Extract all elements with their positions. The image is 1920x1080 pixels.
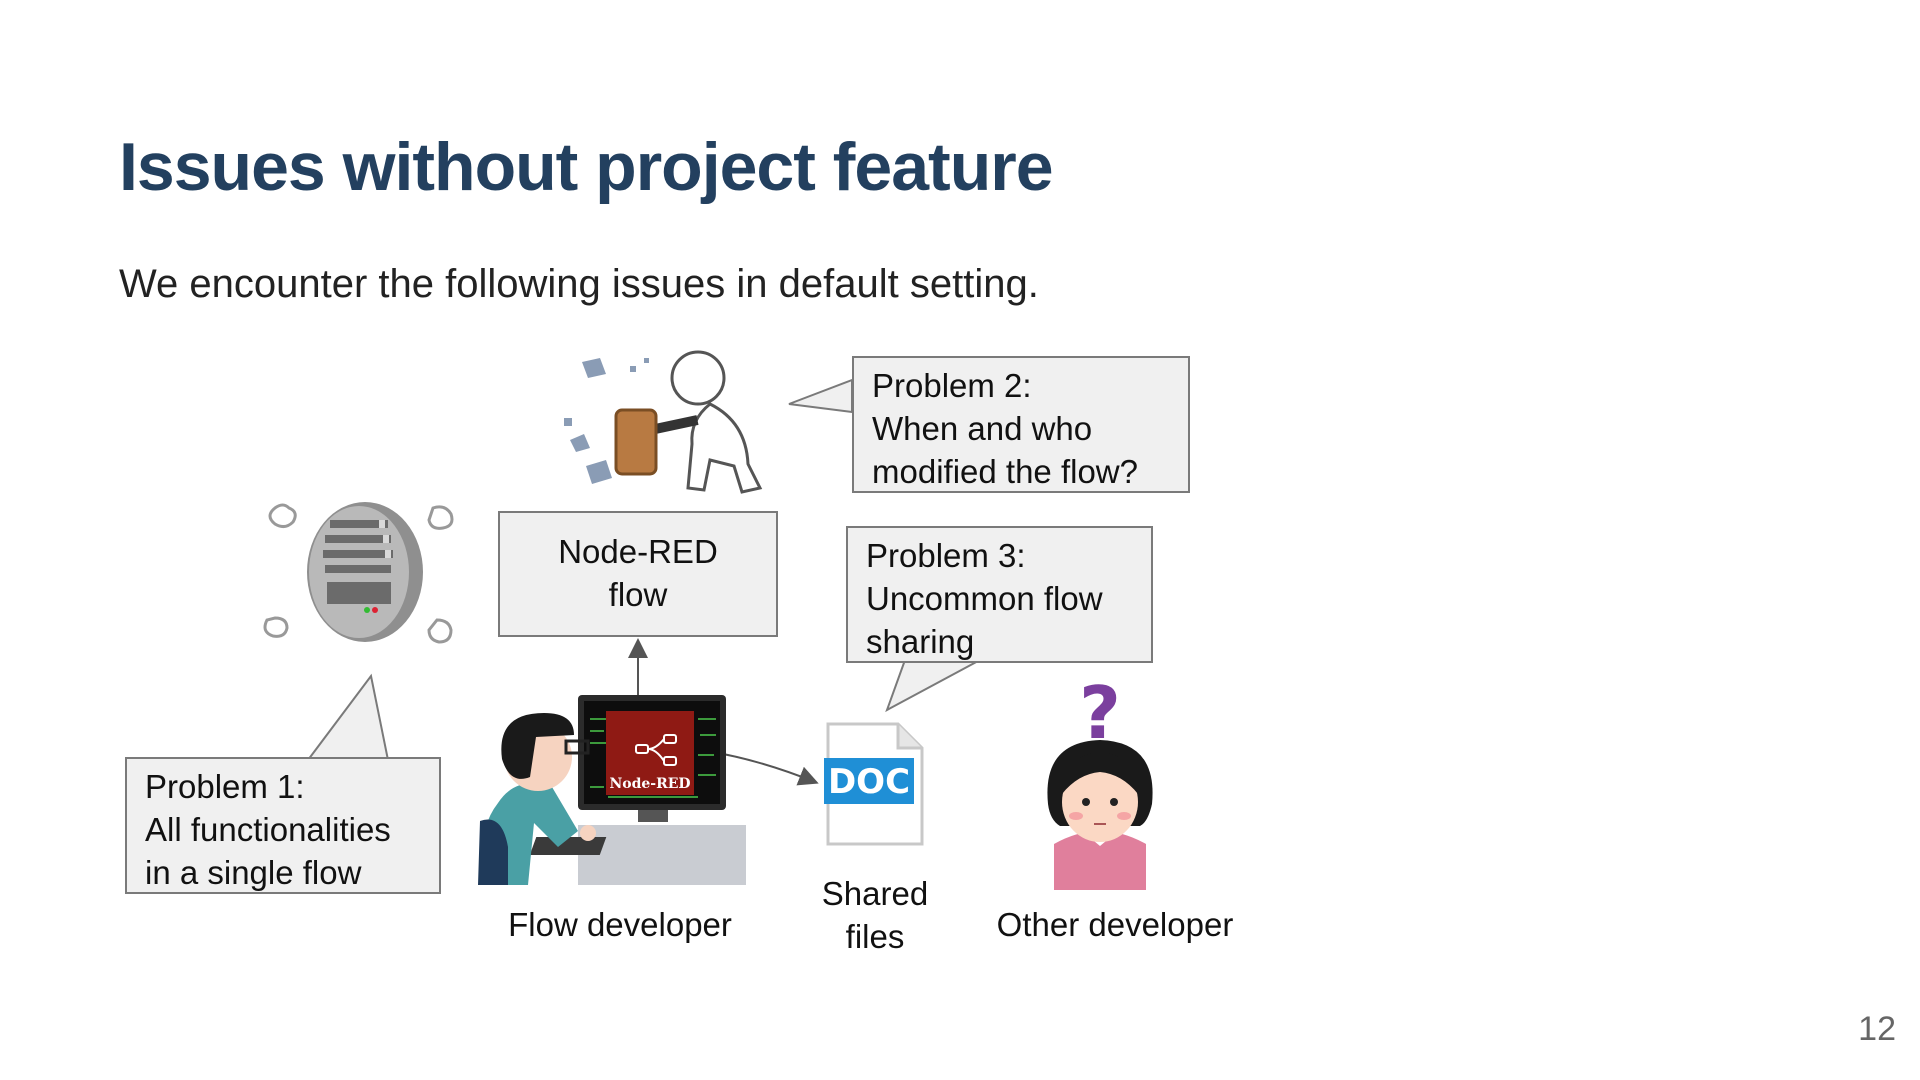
- slide-title: Issues without project feature: [119, 129, 1054, 205]
- developer-at-computer-icon: Node-RED: [478, 695, 746, 885]
- caption-shared-files-line1: Shared: [821, 875, 929, 912]
- broken-server-icon: [263, 502, 454, 644]
- problem2-line2: When and who: [872, 410, 1093, 447]
- caption-shared-files-line2: files: [845, 918, 905, 955]
- problem2-line3: modified the flow?: [872, 453, 1138, 490]
- problem3-callout: Problem 3: Uncommon flow sharing: [846, 526, 1153, 663]
- problem2-tail: [788, 378, 853, 414]
- problem3-tail: [885, 659, 981, 713]
- hammer-person-icon: [564, 350, 763, 494]
- node-red-flow-box: Node-RED flow: [498, 511, 778, 637]
- problem3-line3: sharing: [866, 623, 975, 660]
- problem3-line2: Uncommon flow: [866, 580, 1103, 617]
- node-red-flow-line2: flow: [608, 576, 668, 613]
- problem1-tail: [306, 673, 390, 761]
- screen-logo-text: Node-RED: [609, 776, 690, 792]
- caption-shared-files: Shared files: [790, 872, 960, 958]
- problem2-callout: Problem 2: When and who modified the flo…: [852, 356, 1190, 493]
- doc-file-icon: DOC: [824, 722, 924, 846]
- caption-flow-developer: Flow developer: [508, 906, 732, 943]
- problem2-heading: Problem 2:: [872, 367, 1032, 404]
- problem1-line2: All functionalities: [145, 811, 391, 848]
- slide-subtitle: We encounter the following issues in def…: [119, 262, 1039, 306]
- problem3-heading: Problem 3:: [866, 537, 1026, 574]
- problem1-callout: Problem 1: All functionalities in a sing…: [125, 757, 441, 894]
- problem1-heading: Problem 1:: [145, 768, 305, 805]
- node-red-flow-line1: Node-RED: [558, 533, 718, 570]
- confused-person-icon: ?: [1047, 676, 1153, 890]
- problem1-line3: in a single flow: [145, 854, 362, 891]
- caption-other-developer: Other developer: [996, 906, 1234, 943]
- doc-icon-text: DOC: [828, 762, 910, 802]
- page-number: 12: [1858, 1010, 1896, 1048]
